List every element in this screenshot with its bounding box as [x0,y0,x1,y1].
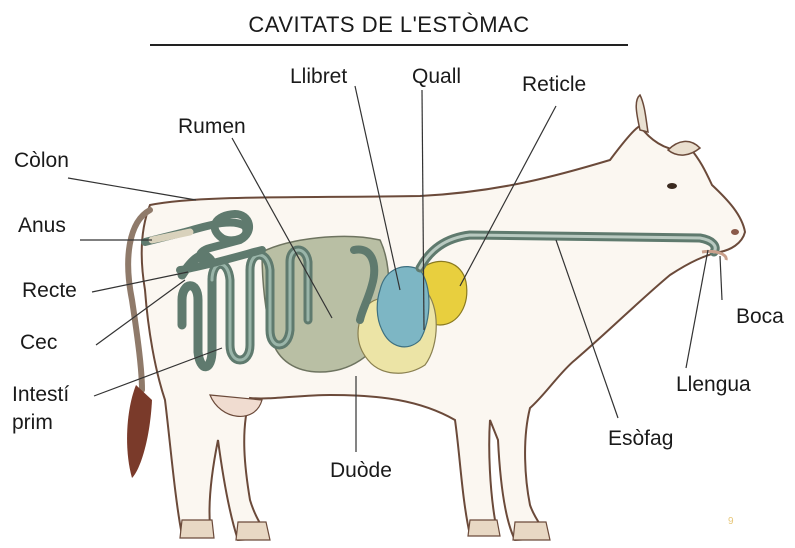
label-boca: Boca [736,306,784,327]
label-anus: Anus [18,215,66,236]
label-reticle: Reticle [522,74,586,95]
label-duode: Duòde [330,460,392,481]
label-rumen: Rumen [178,116,246,137]
label-llibret: Llibret [290,66,347,87]
tail-tuft [127,385,152,478]
diagram-title: CAVITATS DE L'ESTÒMAC [150,12,628,38]
label-recte: Recte [22,280,77,301]
label-colon: Còlon [14,150,69,171]
nostril [731,229,739,235]
eye [667,183,677,189]
label-llengua: Llengua [676,374,751,395]
label-intesti-line2: prim [12,412,53,433]
label-intesti-line1: Intestí [12,384,69,405]
label-esofag: Esòfag [608,428,673,449]
llibret [377,267,429,347]
title-underline [150,44,628,46]
label-cec: Cec [20,332,57,353]
label-quall: Quall [412,66,461,87]
corner-mark: 9 [728,516,734,527]
